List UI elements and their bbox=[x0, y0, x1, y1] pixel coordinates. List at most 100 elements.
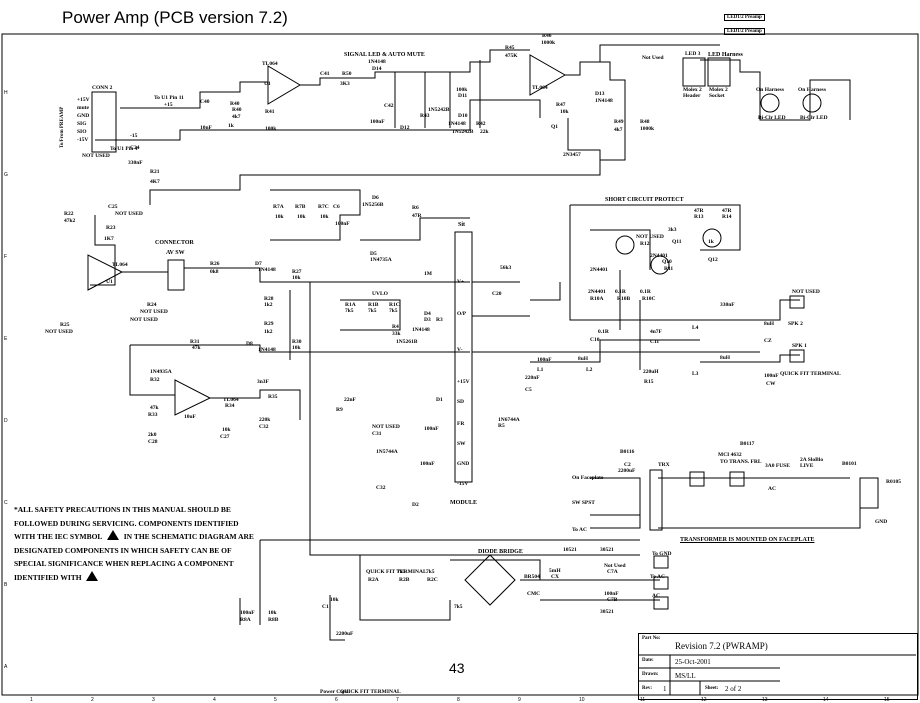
component-label-30: D13 bbox=[595, 91, 605, 97]
component-label-128: D2 bbox=[412, 502, 419, 508]
component-label-98: D4 bbox=[424, 311, 431, 317]
opamp-tl064-right bbox=[529, 54, 567, 96]
component-label-105: R32 bbox=[150, 377, 160, 383]
component-label-96: R4 bbox=[392, 324, 399, 330]
rev-label: Rev: bbox=[642, 686, 652, 691]
component-label-46: R22 bbox=[64, 211, 74, 217]
component-label-216: QUICK FIT TERMINAL bbox=[340, 689, 401, 695]
symbol-id-6: 30521 bbox=[600, 609, 614, 615]
component-label-59: R7A bbox=[273, 204, 284, 210]
module-pin-4: SD bbox=[457, 399, 465, 405]
component-label-40: R41 bbox=[265, 109, 275, 115]
component-label-206: LIVE bbox=[800, 463, 814, 469]
component-label-138: L2 bbox=[586, 367, 593, 373]
transistor-q11 bbox=[615, 235, 635, 255]
grid-col-13: 14 bbox=[823, 697, 829, 703]
component-label-74: 0k8 bbox=[210, 269, 219, 275]
conn2-pin-2: GND bbox=[77, 113, 90, 119]
component-label-61: R7B bbox=[295, 204, 306, 210]
component-label-33: 4k7 bbox=[614, 127, 623, 133]
molex-socket: Molex 2 Socket bbox=[709, 87, 728, 99]
component-label-38: R40 bbox=[230, 101, 240, 107]
component-label-116: R35 bbox=[268, 394, 278, 400]
component-label-73: R26 bbox=[210, 261, 220, 267]
component-label-35: 4k7 bbox=[232, 114, 241, 120]
component-label-64: 10k bbox=[320, 214, 329, 220]
component-label-114: C27 bbox=[220, 434, 230, 440]
bicolor-led-2 bbox=[802, 93, 822, 113]
component-label-212: AC bbox=[652, 593, 660, 599]
component-label-84: 1N4148 bbox=[258, 347, 276, 353]
component-label-176: QUICK FIT TERMINAL bbox=[780, 371, 841, 377]
conn2-pin-4: SIO bbox=[77, 129, 87, 135]
opamp-tl064-left bbox=[87, 254, 124, 291]
component-label-210: To GND bbox=[652, 551, 672, 557]
component-label-149: 2N4401 bbox=[650, 253, 668, 259]
page-title: Power Amp (PCB version 7.2) bbox=[62, 8, 288, 27]
to-from-preamp: To/From PREAMP bbox=[60, 106, 65, 148]
component-label-22: 1000k bbox=[541, 40, 556, 46]
component-label-187: CX bbox=[551, 574, 559, 580]
opamp-tl064-bottom bbox=[174, 379, 212, 416]
component-label-70: 47R bbox=[412, 213, 422, 219]
grid-col-5: 6 bbox=[335, 697, 338, 703]
component-label-157: 0.1R bbox=[615, 289, 626, 295]
component-label-41: 100k bbox=[265, 126, 277, 132]
component-label-47: 47k2 bbox=[64, 218, 76, 224]
component-label-126: C32 bbox=[376, 485, 386, 491]
component-label-147: 3k3 bbox=[668, 227, 677, 233]
grid-col-1: 2 bbox=[91, 697, 94, 703]
component-label-18: 22k bbox=[480, 129, 489, 135]
to-u1-pin11: To U1 Pin 11 bbox=[154, 95, 184, 101]
sheet-value: 2 of 2 bbox=[725, 685, 742, 693]
component-label-43: 330nF bbox=[128, 160, 143, 166]
page-number: 43 bbox=[449, 660, 465, 676]
component-label-141: NOT USED bbox=[636, 234, 664, 240]
safety-line-3: WITH THE IEC SYMBOL bbox=[14, 532, 103, 541]
transformer-note: TRANSFORMER IS MOUNTED ON FACEPLATE bbox=[680, 537, 815, 543]
component-label-191: C7B bbox=[607, 597, 618, 603]
safety-line-6: SPECIAL SIGNIFICANCE WHEN REPLACING A CO… bbox=[14, 559, 234, 568]
conn2-box bbox=[91, 91, 117, 153]
component-label-194: 10k bbox=[268, 610, 277, 616]
signal-led-section: SIGNAL LED & AUTO MUTE bbox=[344, 52, 425, 58]
on-harness-2: On Harness bbox=[798, 87, 826, 93]
component-label-32: R49 bbox=[614, 119, 624, 125]
transformer-trx bbox=[649, 469, 663, 531]
component-label-10: 1N5242B bbox=[428, 107, 450, 113]
molex-header: Molex 2 Header bbox=[683, 87, 702, 99]
component-label-62: 10k bbox=[297, 214, 306, 220]
module-pin-7: GND bbox=[457, 461, 470, 467]
component-label-209: To AC bbox=[572, 527, 587, 533]
grid-col-0: 1 bbox=[30, 697, 33, 703]
component-label-9: D12 bbox=[400, 125, 410, 131]
led3-label: LED 3 bbox=[685, 51, 701, 57]
component-label-25: 10k bbox=[560, 109, 569, 115]
component-label-117: 220k bbox=[259, 417, 271, 423]
component-label-112: R34 bbox=[225, 403, 235, 409]
part-no-value: Revision 7.2 (PWRAMP) bbox=[675, 641, 768, 651]
component-label-54: R24 bbox=[147, 302, 157, 308]
component-label-8: 100nF bbox=[370, 119, 385, 125]
component-label-11: R43 bbox=[420, 113, 430, 119]
component-label-93: R1C bbox=[389, 302, 400, 308]
module-pin-2: V- bbox=[457, 347, 463, 353]
component-label-162: C10 bbox=[590, 337, 600, 343]
component-label-189: C7A bbox=[607, 569, 618, 575]
bicolor-led-label-2: Bi-Clr LED bbox=[800, 115, 828, 121]
component-label-153: Q12 bbox=[708, 257, 718, 263]
component-label-208: SW SPST bbox=[572, 500, 595, 506]
drawn-value: MS/LL bbox=[675, 672, 696, 680]
component-label-91: R1B bbox=[368, 302, 379, 308]
grid-row-1: G bbox=[4, 172, 8, 178]
component-label-177: QUICK FIT TERMINAL bbox=[366, 569, 427, 575]
power-cord-plug bbox=[859, 477, 879, 509]
led-preamp-tag-1: LED1/2 Preamp bbox=[724, 14, 765, 21]
component-label-17: R42 bbox=[476, 121, 486, 127]
component-label-69: R6 bbox=[412, 205, 419, 211]
component-label-51: 1K7 bbox=[104, 236, 114, 242]
component-label-214: AC bbox=[768, 486, 776, 492]
component-label-63: R7C bbox=[318, 204, 329, 210]
